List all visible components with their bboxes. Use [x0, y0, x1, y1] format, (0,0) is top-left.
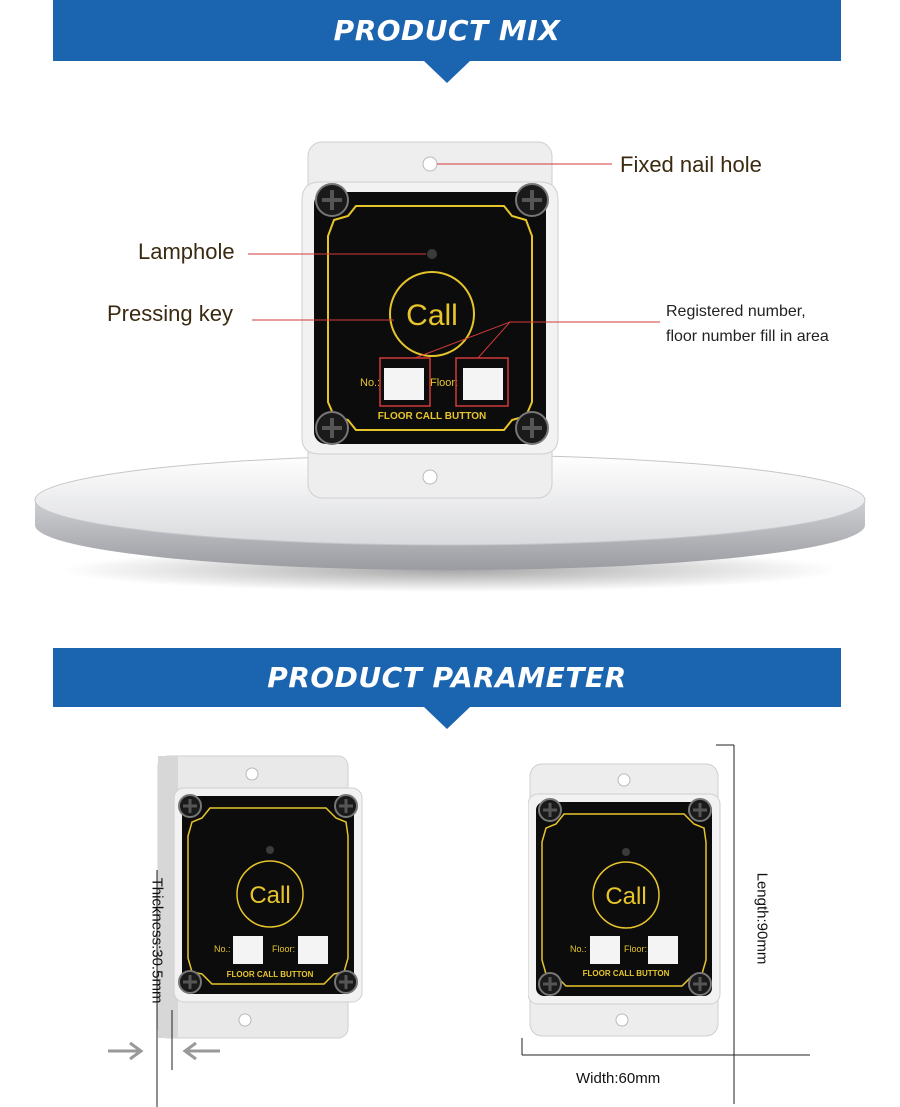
- call-key-label: Call: [605, 883, 646, 910]
- registered-callout-line1: Registered number,: [666, 303, 806, 320]
- product-mix-banner: PRODUCT MIX: [53, 0, 841, 83]
- device-front-view: Call No.: Floor: FLOOR CALL BUTTON: [528, 763, 721, 1037]
- product-parameter-banner: PRODUCT PARAMETER: [53, 648, 841, 729]
- no-label: No.:: [214, 944, 231, 954]
- screw-icon: [515, 411, 549, 445]
- floor-label: Floor:: [272, 944, 295, 954]
- device-angle-view: Call No.: Floor: FLOOR CALL BUTTON: [157, 755, 363, 1039]
- call-key-label: Call: [406, 299, 458, 332]
- screw-icon: [178, 970, 202, 994]
- thickness-label: Thickness:30.5mm: [148, 877, 166, 1004]
- device-footer-label: FLOOR CALL BUTTON: [378, 411, 487, 422]
- product-parameter-title: PRODUCT PARAMETER: [267, 661, 627, 694]
- screw-icon: [538, 798, 562, 822]
- screw-icon: [334, 970, 358, 994]
- dimension-lines: [108, 744, 810, 1107]
- registered-number-callout: Registered number, floor number fill in …: [666, 299, 829, 349]
- screw-icon: [315, 183, 349, 217]
- display-pedestal: [34, 454, 866, 592]
- lamphole: [427, 249, 437, 259]
- call-button-device: Call No.: Floor: FLOOR CALL BUTTON: [301, 141, 559, 499]
- product-mix-title: PRODUCT MIX: [333, 14, 561, 47]
- floor-number-box: [463, 368, 503, 400]
- length-label: Length:90mm: [753, 872, 771, 965]
- floor-label: Floor:: [430, 377, 458, 389]
- nail-hole-bottom: [422, 469, 438, 485]
- lamphole-callout: Lamphole: [138, 239, 235, 264]
- floor-label: Floor:: [624, 944, 647, 954]
- screw-icon: [688, 798, 712, 822]
- screw-icon: [538, 972, 562, 996]
- device-footer-label: FLOOR CALL BUTTON: [583, 969, 670, 978]
- no-label: No.:: [360, 377, 380, 389]
- screw-icon: [178, 794, 202, 818]
- registered-callout-line2: floor number fill in area: [666, 328, 829, 345]
- banner-notch: [424, 707, 470, 729]
- banner-notch: [424, 61, 470, 83]
- arrow-right-icon: [108, 1041, 144, 1061]
- screw-icon: [315, 411, 349, 445]
- width-label: Width:60mm: [576, 1070, 661, 1087]
- call-key[interactable]: [389, 271, 475, 357]
- nail-hole-callout: Fixed nail hole: [620, 152, 762, 177]
- registered-number-box: [384, 368, 424, 400]
- pressing-key-callout: Pressing key: [107, 301, 233, 326]
- arrow-left-icon: [182, 1041, 220, 1061]
- call-key-label: Call: [249, 882, 290, 909]
- screw-icon: [334, 794, 358, 818]
- device-footer-label: FLOOR CALL BUTTON: [227, 970, 314, 979]
- screw-icon: [515, 183, 549, 217]
- no-label: No.:: [570, 944, 587, 954]
- callout-lines: [248, 163, 660, 359]
- screw-icon: [688, 972, 712, 996]
